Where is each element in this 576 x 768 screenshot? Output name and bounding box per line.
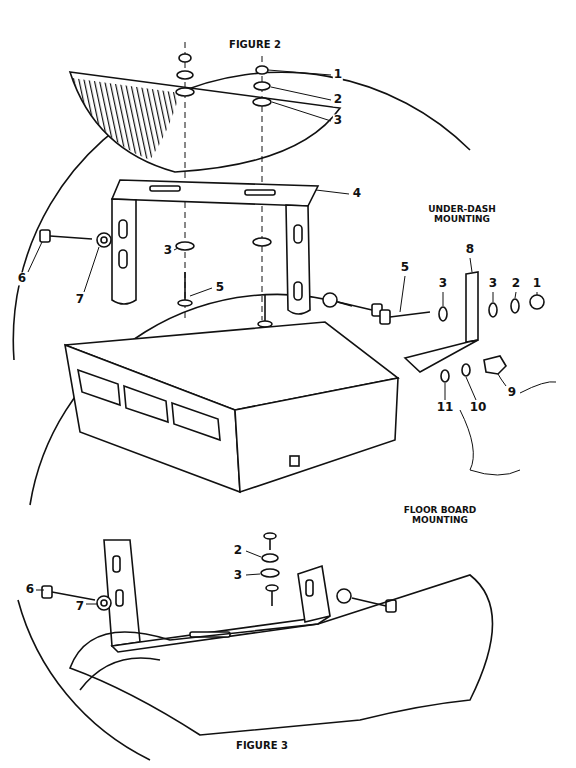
dash-panel (70, 72, 340, 172)
callout-number: 5 (215, 281, 225, 294)
view-label: FLOOR BOARD MOUNTING (397, 506, 483, 526)
leader-lines (28, 70, 556, 604)
figure-label: FIGURE 3 (235, 740, 289, 751)
callout-number: 6 (25, 583, 35, 596)
view-label: UNDER-DASH MOUNTING (419, 205, 505, 225)
callout-number: 3 (333, 114, 343, 127)
under-dash-hardware (380, 272, 544, 382)
washer-stack (176, 54, 271, 106)
floor-panel (70, 575, 493, 735)
callout-number: 2 (233, 544, 243, 557)
radio-unit (65, 322, 398, 492)
callout-number: 1 (333, 68, 343, 81)
callout-number: 4 (352, 187, 362, 200)
lower-hardware (40, 230, 382, 327)
callout-number: 10 (469, 401, 488, 414)
callout-number: 3 (233, 569, 243, 582)
figure-label: FIGURE 2 (228, 39, 282, 50)
dash-ribs (72, 78, 180, 160)
floor-panel-edge (80, 658, 160, 690)
figure-circle (13, 72, 470, 360)
callout-number: 9 (507, 386, 517, 399)
callout-number: 2 (333, 93, 343, 106)
callout-number: 7 (75, 600, 85, 613)
mounting-bracket (112, 180, 318, 314)
callout-number: 3 (163, 244, 173, 257)
callout-number: 2 (511, 277, 521, 290)
callout-number: 3 (438, 277, 448, 290)
callout-number: 1 (532, 277, 542, 290)
callout-number: 6 (17, 272, 27, 285)
callout-number: 8 (465, 243, 475, 256)
callout-number: 7 (75, 293, 85, 306)
callout-number: 5 (400, 261, 410, 274)
callout-number: 3 (488, 277, 498, 290)
callout-number: 11 (436, 401, 455, 414)
